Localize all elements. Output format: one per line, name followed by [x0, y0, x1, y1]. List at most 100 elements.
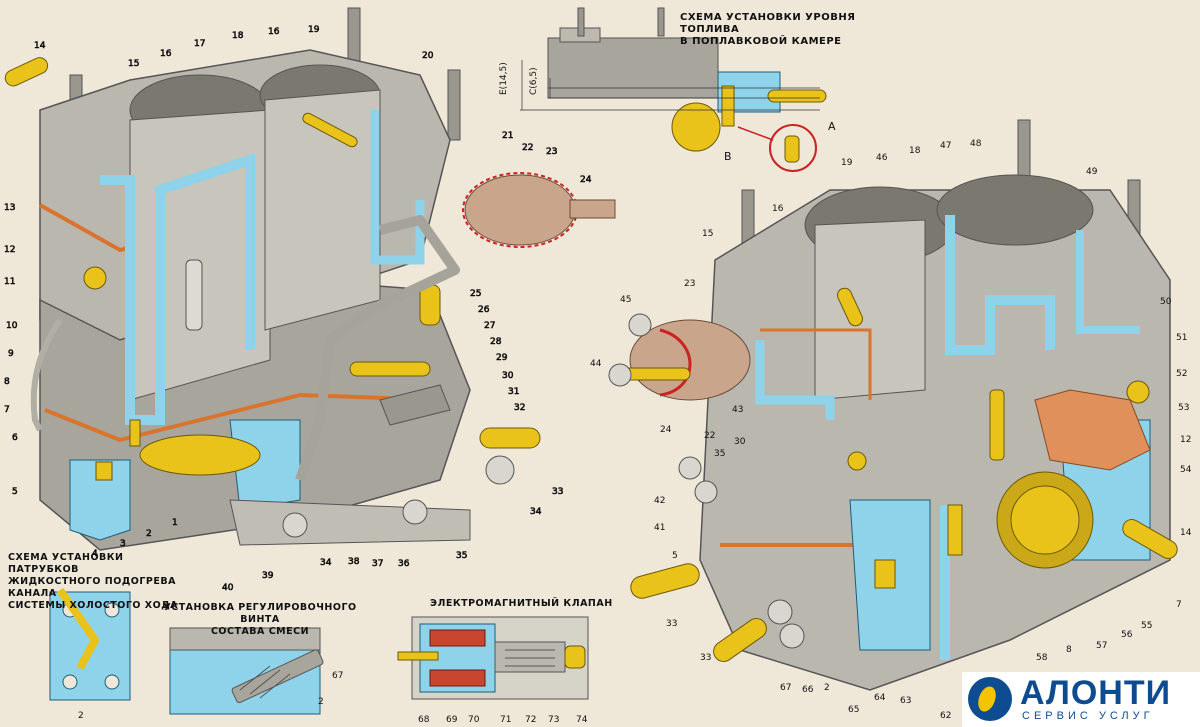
caption-heater-nozzles: СХЕМА УСТАНОВКИ ПАТРУБКОВ ЖИДКОСТНОГО ПО…: [8, 552, 179, 611]
callout: 7: [4, 405, 10, 415]
callout: 16: [268, 27, 280, 37]
mixture-screw-diagram: 67 2: [169, 627, 343, 715]
callout: 18: [909, 146, 921, 156]
callout: 8: [4, 377, 10, 387]
callout: 50: [1160, 297, 1172, 307]
callout: 73: [548, 715, 559, 725]
callout: 31: [508, 387, 519, 397]
callout: 10: [6, 321, 18, 331]
callout: 58: [1036, 653, 1048, 663]
label-dim-e: Е(14,5): [499, 62, 509, 95]
callout: 67: [780, 683, 791, 693]
callout: 6: [12, 433, 18, 443]
callout: 29: [496, 353, 508, 363]
callout: 2: [824, 683, 830, 693]
callout: 30: [734, 437, 746, 447]
caption-fuel-level: СХЕМА УСТАНОВКИ УРОВНЯ ТОПЛИВА В ПОПЛАВК…: [680, 12, 856, 47]
callout: 4: [92, 549, 98, 559]
callout: 54: [1180, 465, 1192, 475]
callout: 3: [120, 539, 126, 549]
heater-nozzle-diagram: 2: [49, 587, 131, 721]
callout: 32: [514, 403, 525, 413]
callout: 41: [654, 523, 665, 533]
callout: 8: [1066, 645, 1072, 655]
callout: 64: [874, 693, 886, 703]
callout: 43: [732, 405, 743, 415]
callout: 15: [128, 59, 139, 69]
caption-solenoid-valve: ЭЛЕКТРОМАГНИТНЫЙ КЛАПАН: [430, 598, 613, 609]
callout: 9: [8, 349, 14, 359]
callout: 42: [654, 496, 665, 506]
callout: 15: [702, 229, 713, 239]
callout: 72: [525, 715, 536, 725]
callout: 33: [666, 619, 677, 629]
callout: 13: [4, 203, 15, 213]
callout: 16: [160, 49, 172, 59]
callout: 49: [1086, 167, 1098, 177]
callout: 17: [194, 39, 205, 49]
callout: 12: [4, 245, 15, 255]
label-point-b: В: [724, 150, 732, 163]
logo-tagline: СЕРВИС УСЛУГ: [1022, 710, 1154, 722]
callout: 33: [700, 653, 711, 663]
callout: 37: [372, 559, 383, 569]
callout: 55: [1141, 621, 1152, 631]
callout: 19: [841, 158, 853, 168]
callout: 5: [672, 551, 678, 561]
callout: 71: [500, 715, 511, 725]
callout: 44: [590, 359, 602, 369]
carburetor-left-view: [4, 7, 616, 551]
callout: 51: [1176, 333, 1187, 343]
caption-mixture-screw: УСТАНОВКА РЕГУЛИРОВОЧНОГО ВИНТА СОСТАВА …: [163, 602, 357, 637]
callout: 2: [78, 711, 84, 721]
right-view-callouts: 15 16 19 46 18 47 48 49 50 51 52 53 12 5…: [590, 139, 1192, 721]
callout: 28: [490, 337, 502, 347]
callout: 27: [484, 321, 495, 331]
callout: 56: [1121, 630, 1133, 640]
label-point-a: А: [828, 120, 836, 133]
callout: 24: [580, 175, 592, 185]
callout: 7: [1176, 600, 1182, 610]
callout: 14: [1180, 528, 1192, 538]
callout: 22: [522, 143, 533, 153]
callout: 74: [576, 715, 588, 725]
logo-brand: АЛОНТИ: [1020, 674, 1172, 712]
callout: 24: [660, 425, 672, 435]
callout: 68: [418, 715, 430, 725]
callout: 25: [470, 289, 481, 299]
callout: 21: [502, 131, 513, 141]
alonti-logo-icon: [968, 677, 1012, 721]
callout: 35: [714, 449, 725, 459]
callout: 47: [940, 141, 951, 151]
callout: 34: [530, 507, 542, 517]
left-view-callouts: 1 2 3 4 5 6 7 8 9 10 11 12 13 14 15 16 1…: [4, 25, 592, 594]
callout: 34: [320, 558, 332, 568]
callout: 22: [704, 431, 715, 441]
callout: 40: [222, 583, 234, 593]
callout: 66: [802, 685, 814, 695]
callout: 52: [1176, 369, 1187, 379]
callout: 35: [456, 551, 467, 561]
callout: 23: [546, 147, 557, 157]
callout: 38: [348, 557, 360, 567]
callout: 57: [1096, 641, 1107, 651]
callout: 46: [876, 153, 888, 163]
callout: 30: [502, 371, 514, 381]
callout: 1: [172, 518, 178, 528]
callout: 53: [1178, 403, 1189, 413]
alonti-logo: АЛОНТИ СЕРВИС УСЛУГ: [962, 672, 1200, 727]
callout: 36: [398, 559, 410, 569]
callout: 45: [620, 295, 631, 305]
callout: 19: [308, 25, 320, 35]
callout: 14: [34, 41, 46, 51]
callout: 65: [848, 705, 859, 715]
callout: 18: [232, 31, 244, 41]
callout: 16: [772, 204, 784, 214]
callout: 70: [468, 715, 480, 725]
callout: 62: [940, 711, 951, 721]
callout: 2: [146, 529, 152, 539]
callout: 69: [446, 715, 458, 725]
callout: 11: [4, 277, 15, 287]
